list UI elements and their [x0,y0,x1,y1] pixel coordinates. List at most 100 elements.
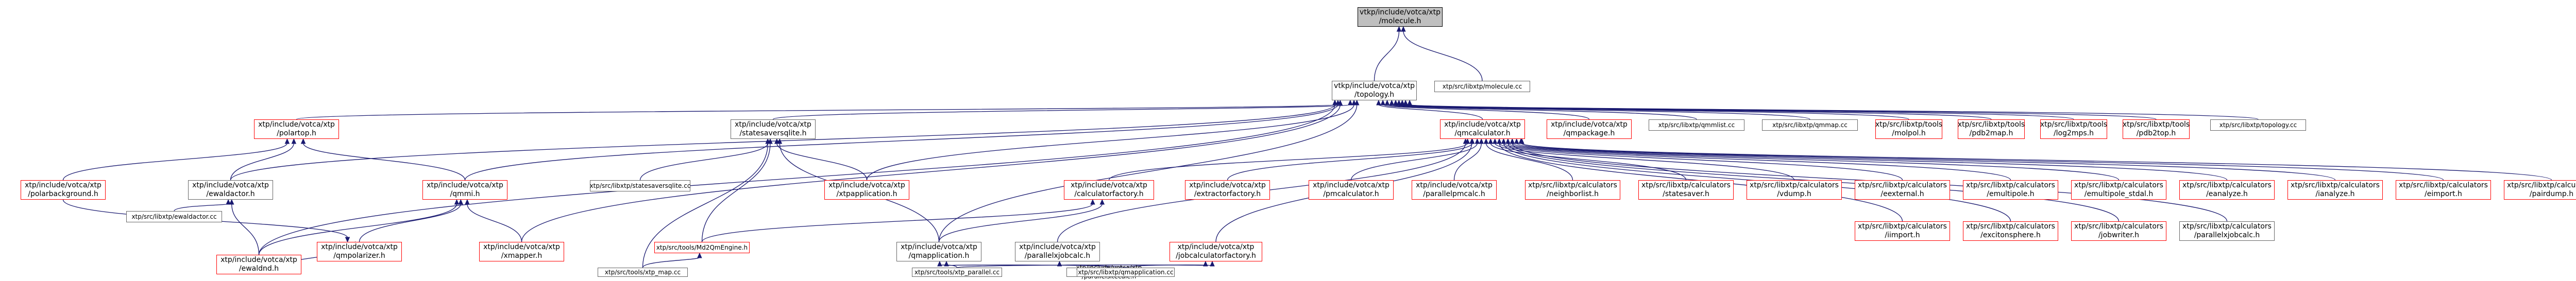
graph-node-qmcalculator-h[interactable]: xtp/include/votca/xtp/qmcalculator.h [1440,119,1525,139]
graph-node-label: /emultipole_stdal.h [2084,190,2154,198]
graph-node-qmmi-h[interactable]: xtp/include/votca/xtp/qmmi.h [422,180,507,200]
graph-node-label: xtp/include/votca/xtp [1019,243,1096,251]
graph-node-label: xtp/src/libxtp/qmapplication.cc [1078,268,1174,276]
graph-node-ewaldnd-h[interactable]: xtp/include/votca/xtp/ewaldnd.h [216,255,301,274]
include-edge [1409,104,2259,120]
graph-node-statesaversqlite-h[interactable]: xtp/include/votca/xtp/statesaversqlite.h [731,119,816,139]
include-edge [701,203,1093,242]
include-edge-arrowhead [1396,99,1402,106]
graph-node-label: /ianalyze.h [2315,190,2355,198]
graph-node-label: xtp/include/votca/xtp [1313,181,1389,189]
graph-node-label: xtp/src/libxtp/calculators [1966,222,2055,231]
graph-node-qmmap-cc[interactable]: xtp/src/libxtp/qmmap.cc [1762,119,1858,131]
graph-node-emultipole-h[interactable]: xtp/src/libxtp/calculators/emultipole.h [1963,180,2058,200]
graph-node-eimport-h[interactable]: xtp/src/libxtp/calculators/eimport.h [2396,180,2491,200]
graph-node-label: xtp/src/libxtp/calculators [2182,181,2272,189]
graph-node-qmmlist-cc[interactable]: xtp/src/libxtp/qmmlist.cc [1649,119,1744,131]
graph-node-pdb2top-h[interactable]: xtp/src/libxtp/tools/pdb2top.h [2123,119,2190,139]
graph-node-qmapplication-h[interactable]: xtp/include/votca/xtp/qmapplication.h [896,242,981,261]
include-edge-arrowhead [1407,99,1412,106]
include-edge-arrowhead [1332,99,1337,106]
include-edge [1378,104,1483,120]
graph-node-emultipole-stdal-h[interactable]: xtp/src/libxtp/calculators/emultipole_st… [2071,180,2166,200]
graph-node-label: /eanalyze.h [2206,190,2248,198]
include-edge [1516,143,2336,181]
graph-node-topology-cc[interactable]: xtp/src/libxtp/topology.cc [2210,119,2306,131]
graph-node-pdb2map-h[interactable]: xtp/src/libxtp/tools/pdb2map.h [1958,119,2025,139]
graph-node-parallelxjobcalc-h[interactable]: xtp/include/votca/xtp/parallelxjobcalc.h [1015,242,1100,261]
graph-node-xtpapplication-cc[interactable]: xtp/src/libxtp/qmapplication.cc [1077,268,1175,277]
graph-node-qmcalculatorfactory-h[interactable]: xtp/include/votca/xtp/calculatorfactory.… [1064,180,1154,200]
include-edge [639,143,768,181]
graph-node-mdqmengine-h[interactable]: xtp/src/tools/Md2QmEngine.h [654,242,750,253]
graph-node-parallelsiteecalc[interactable]: xtp/src/libxtp/calculators/neighborlist.… [1525,180,1620,200]
graph-node-label: /excitonsphere.h [1980,231,2041,239]
include-edge [1503,143,2011,181]
graph-node-qmcalculator-pmcalc[interactable]: xtp/include/votca/xtp/pmcalculator.h [1309,180,1394,200]
graph-node-label: xtp/src/libxtp/calculators [1528,181,1617,189]
graph-node-molecule-cc[interactable]: xtp/src/libxtp/molecule.cc [1434,81,1530,92]
include-edge [776,143,868,181]
graph-node-label: xtp/src/libxtp/molecule.cc [1442,82,1522,90]
graph-node-xtp-map-cc[interactable]: xtp/src/tools/xtp_map.cc [598,268,688,277]
graph-node-vdump-h[interactable]: xtp/src/libxtp/calculators/vdump.h [1747,180,1842,200]
graph-node-label: /xmapper.h [501,252,543,260]
graph-node-pairdump-h[interactable]: xtp/src/libxtp/calculators/pairdump.h [2504,180,2576,200]
include-edge [258,203,457,255]
graph-node-label: /qmmi.h [450,190,480,198]
graph-node-ianalyze-h[interactable]: xtp/src/libxtp/calculators/ianalyze.h [2287,180,2383,200]
graph-node-ewaldactor-cc[interactable]: xtp/src/libxtp/ewaldactor.cc [126,211,222,222]
graph-node-label: /molecule.h [1379,17,1421,25]
graph-node-label: xtp/src/libxtp/calculators [1858,181,1947,189]
graph-node-jexcitonsphere-h[interactable]: xtp/src/libxtp/calculators/excitonsphere… [1963,221,2058,241]
graph-node-xtpapplication-h[interactable]: xtp/include/votca/xtp/xtpapplication.h [824,180,909,200]
graph-node-polartop-h[interactable]: xtp/include/votca/xtp/polartop.h [254,119,339,139]
graph-node-label: /parallelxjobcalc.h [1024,252,1091,260]
graph-node-parallelxjobcalc-calc[interactable]: xtp/src/libxtp/calculators/parallelxjobc… [2179,221,2275,241]
graph-node-label: xtp/src/libxtp/qmmlist.cc [1658,121,1735,129]
graph-node-label: /qmcalculator.h [1454,129,1511,137]
include-edge-arrowhead [1403,99,1408,106]
graph-node-eexternal-h[interactable]: xtp/src/libxtp/calculators/eexternal.h [1855,180,1950,200]
include-edge-arrowhead [765,138,771,144]
include-edge [1227,143,1473,181]
include-edge-arrowhead [1348,99,1353,106]
graph-node-statesaver-h[interactable]: xtp/src/libxtp/calculators/statesaver.h [1638,180,1734,200]
include-edge [359,203,461,242]
graph-node-jobcalculatorfactory-h[interactable]: xtp/include/votca/xtp/jobcalculatorfacto… [1170,242,1262,261]
include-edge-arrowhead [1354,99,1360,106]
graph-node-pmcalc-paralell[interactable]: xtp/include/votca/xtp/parallelpmcalc.h [1412,180,1497,200]
graph-node-label: /statesaversqlite.h [739,129,807,137]
graph-node-label: xtp/include/votca/xtp [1189,181,1266,189]
include-edge-arrowhead [1492,138,1498,144]
graph-node-label: /pmcalculator.h [1323,190,1379,198]
include-edge [1507,143,2120,181]
graph-node-qmpolarizer-h[interactable]: xtp/include/votca/xtp/qmpolarizer.h [317,242,402,261]
include-edge [230,143,295,181]
graph-node-jobwriter-h[interactable]: xtp/src/libxtp/calculators/jobwriter.h [2071,221,2166,241]
graph-node-ewaldactor-h[interactable]: xtp/include/votca/xtp/ewaldactor.h [188,180,273,200]
graph-node-topology-h[interactable]: vtkp/include/votca/xtp/topology.h [1332,81,1417,100]
include-edge-arrowhead [345,237,350,243]
graph-node-statesaversqlite-cc[interactable]: xtp/src/libxtp/statesaversqlite.cc [590,180,690,191]
include-edge-arrowhead [1510,138,1515,144]
graph-node-log2mps-h[interactable]: xtp/src/libxtp/tools/log2mps.h [2040,119,2107,139]
include-edge [1350,143,1478,181]
include-edge [1520,143,2444,181]
graph-node-label: /ewaldnd.h [239,265,279,273]
graph-node-qmpackage-h[interactable]: xtp/include/votca/xtp/qmpackage.h [1547,119,1632,139]
graph-node-xtp-parallel-cc[interactable]: xtp/src/tools/xtp_parallel.cc [912,268,1002,277]
graph-node-label: xtp/include/votca/xtp [735,120,811,129]
graph-node-label: xtp/include/votca/xtp [321,243,398,251]
include-edge [1386,104,1697,120]
include-edge-arrowhead [937,260,942,267]
graph-node-eanalyze-h[interactable]: xtp/src/libxtp/calculators/eanalyze.h [2179,180,2275,200]
graph-node-polarbackground-h[interactable]: xtp/include/votca/xtp/polarbackground.h [21,180,106,200]
graph-node-label: xtp/src/libxtp/calculators [1966,181,2055,189]
graph-node-iimport-h[interactable]: xtp/src/libxtp/calculators/iimport.h [1855,221,1950,241]
graph-node-extractorfactory-h[interactable]: xtp/include/votca/xtp/extractorfactory.h [1185,180,1270,200]
graph-node-molpol-h[interactable]: xtp/src/libxtp/tools/molpol.h [1875,119,1942,139]
graph-node-label: xtp/src/libxtp/statesaversqlite.cc [589,182,691,189]
graph-node-xmapper-h[interactable]: xtp/include/votca/xtp/xmapper.h [479,242,564,261]
graph-node-label: xtp/src/libxtp/calculators [1858,222,1947,231]
